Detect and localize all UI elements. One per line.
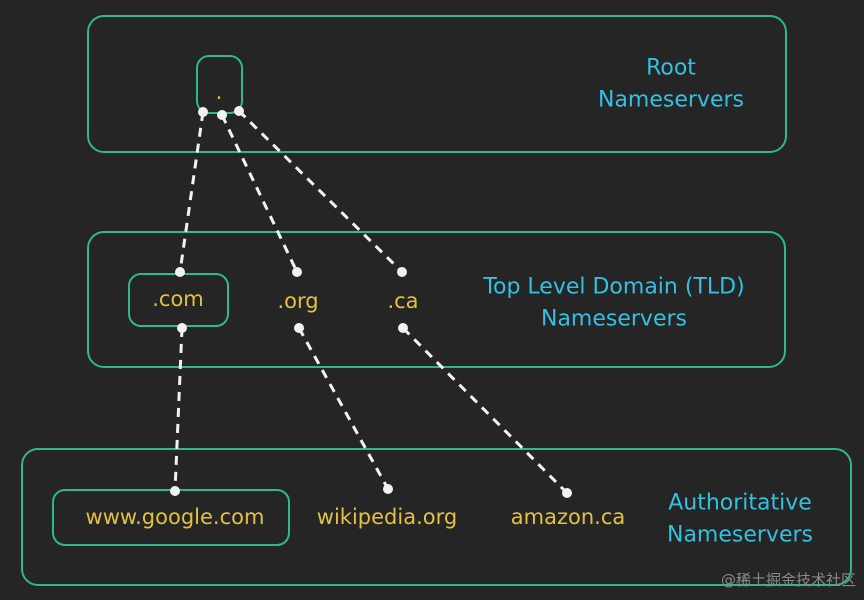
root-tier-box — [87, 15, 787, 153]
root-node-label: . — [216, 80, 223, 104]
connector-dot — [397, 267, 407, 277]
edge-root-org — [220, 114, 299, 273]
connector-dot — [562, 488, 572, 498]
connector-dot — [398, 323, 408, 333]
connector-dots — [170, 106, 572, 498]
connector-dot — [198, 107, 208, 117]
connector-dot — [294, 323, 304, 333]
connector-dot — [383, 484, 393, 494]
edge-org-wikipedia — [297, 327, 390, 490]
connector-dot — [177, 323, 187, 333]
authoritative-tier-label-line1: Authoritative — [668, 491, 812, 516]
connector-dot — [175, 267, 185, 277]
root-tier-label-line1: Root — [646, 56, 696, 81]
ca-node-label: .ca — [387, 289, 418, 313]
connector-dot — [234, 106, 244, 116]
amazon-node-label: amazon.ca — [511, 505, 625, 529]
tld-tier-label-line1: Top Level Domain (TLD) — [482, 275, 744, 300]
com-node-label: .com — [152, 287, 204, 311]
edge-com-google — [173, 327, 184, 492]
tld-tier-label-line2: Nameservers — [541, 307, 687, 332]
connector-dot — [217, 110, 227, 120]
connector-dot — [292, 267, 302, 277]
watermark: @稀土掘金技术社区 — [721, 571, 856, 589]
edge-root-com — [178, 111, 205, 273]
wikipedia-node-label: wikipedia.org — [317, 505, 457, 529]
root-tier-label-line2: Nameservers — [598, 88, 744, 113]
connectors — [173, 109, 569, 495]
authoritative-tier-label-line2: Nameservers — [667, 523, 813, 548]
tld-tier-box — [87, 231, 786, 368]
authoritative-tier-box — [21, 448, 852, 586]
org-node-label: .org — [277, 289, 318, 313]
edge-root-ca — [237, 109, 404, 274]
edge-ca-amazon — [401, 326, 569, 495]
connector-dot — [170, 486, 180, 496]
google-node-label: www.google.com — [86, 505, 265, 529]
